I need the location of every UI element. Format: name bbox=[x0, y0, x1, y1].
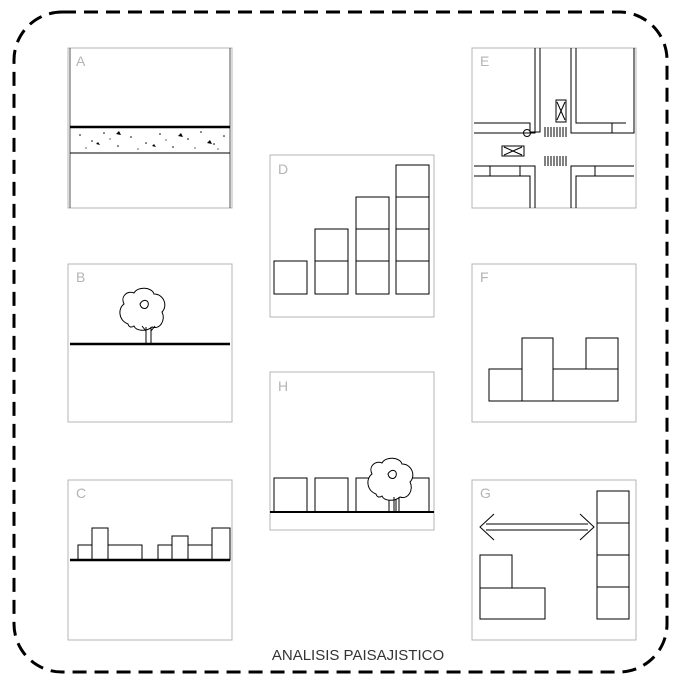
panel-f-frame bbox=[471, 263, 637, 423]
panel-d-label: D bbox=[278, 161, 288, 177]
panel-e-lamp-post-icon bbox=[523, 129, 531, 137]
panel-f-blocks bbox=[488, 337, 619, 402]
panel-h-label: H bbox=[278, 378, 288, 394]
panel-f-label: F bbox=[480, 269, 489, 285]
panel-c-buildings bbox=[77, 527, 231, 561]
panel-h-frame bbox=[269, 371, 435, 531]
panel-g: G bbox=[471, 479, 637, 641]
panel-b: B bbox=[67, 263, 233, 423]
panel-e-car-icon bbox=[555, 99, 567, 123]
panel-c: C bbox=[67, 479, 233, 641]
panel-e: E bbox=[471, 47, 637, 209]
panel-a-gravel-texture bbox=[79, 131, 225, 150]
panel-b-tree-icon bbox=[119, 287, 166, 344]
panel-e-crosswalks bbox=[544, 127, 567, 166]
panel-a-label: A bbox=[76, 53, 86, 69]
panel-f: F bbox=[471, 263, 637, 423]
panel-g-l-shape-blocks bbox=[479, 554, 546, 620]
panel-g-double-arrow-icon bbox=[479, 513, 595, 541]
panel-a: A bbox=[67, 47, 233, 209]
panel-b-label: B bbox=[76, 269, 85, 285]
panel-g-label: G bbox=[480, 485, 491, 501]
panel-h: H bbox=[269, 371, 435, 531]
dashed-outer-frame bbox=[12, 10, 669, 674]
panel-h-tree-icon bbox=[367, 457, 414, 512]
diagram-caption: ANALISIS PAISAJISTICO bbox=[272, 647, 444, 664]
panel-d-frame bbox=[269, 154, 435, 318]
panel-e-car-icon-2 bbox=[501, 145, 525, 157]
panel-g-tower-blocks bbox=[596, 490, 630, 620]
panel-g-frame bbox=[471, 479, 637, 641]
panel-e-label: E bbox=[480, 53, 489, 69]
panel-d: D bbox=[269, 154, 435, 318]
panel-c-label: C bbox=[76, 485, 86, 501]
panel-d-blocks bbox=[273, 164, 430, 295]
